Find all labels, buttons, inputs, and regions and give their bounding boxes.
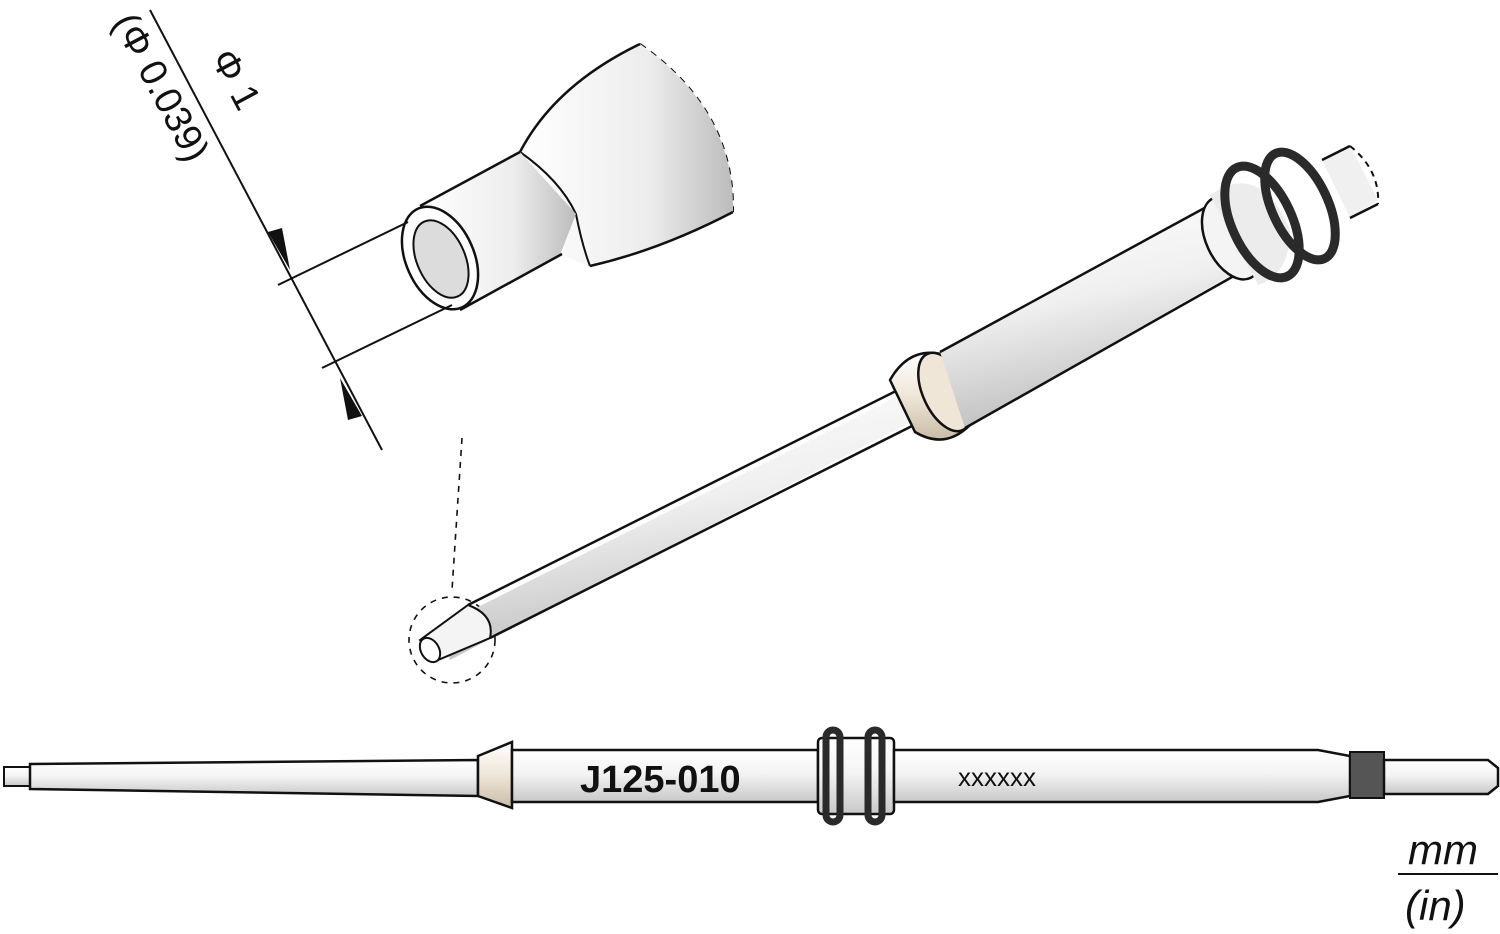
- tip-detail-view: [400, 42, 735, 312]
- oring-side-2-icon: [864, 726, 886, 826]
- units-legend: mm (in): [1398, 826, 1498, 929]
- diameter-dimension: Φ 1 (Φ 0.039): [104, 7, 453, 451]
- tip-side-view: J125-010 xxxxxx: [3, 726, 1500, 826]
- arrow-bottom-icon: [340, 378, 362, 420]
- unit-in: (in): [1405, 882, 1466, 929]
- detail-leader: [408, 437, 496, 684]
- arrow-top-icon: [268, 228, 290, 270]
- diameter-mm-label: Φ 1: [202, 43, 268, 117]
- unit-mm: mm: [1408, 826, 1478, 873]
- oring-1-icon: [1220, 161, 1304, 283]
- code-label: xxxxxx: [958, 762, 1036, 792]
- oring-2-icon: [1260, 147, 1340, 265]
- tip-isometric-view: [418, 144, 1380, 664]
- oring-side-1-icon: [822, 726, 844, 826]
- model-label: J125-010: [580, 759, 741, 801]
- band-icon: [1349, 751, 1385, 799]
